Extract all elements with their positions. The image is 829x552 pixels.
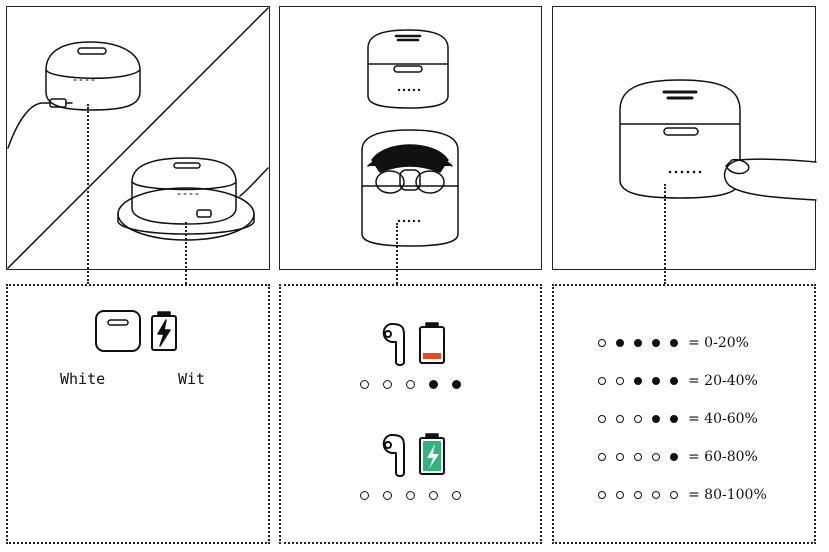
legend-dots — [598, 491, 678, 499]
indicator-dot-off — [652, 491, 660, 499]
indicator-dot-off — [616, 415, 624, 423]
case-with-cable-illustration — [7, 41, 141, 149]
diagonal-divider — [7, 7, 269, 269]
indicator-dot-off — [616, 453, 624, 461]
legend-range-label: = 60-80% — [688, 449, 758, 465]
case-on-wireless-pad-illustration — [117, 157, 269, 241]
battery-label: Wit — [178, 370, 206, 388]
legend-dots — [598, 453, 678, 461]
legend-row: = 60-80% — [598, 449, 758, 465]
indicator-dot-on — [652, 377, 660, 385]
closed-case-illustration — [367, 29, 449, 109]
earbud-icon-full — [382, 434, 405, 477]
connector-line — [185, 222, 187, 284]
connector-line — [87, 104, 89, 284]
indicator-dot-off — [598, 491, 606, 499]
case-with-finger-illustration — [619, 79, 817, 201]
legend-range-label: = 20-40% — [688, 373, 758, 389]
indicator-dot-off — [406, 380, 415, 389]
legend-range-label: = 0-20% — [688, 335, 749, 351]
indicator-dot-on — [429, 380, 438, 389]
legend-range-label: = 80-100% — [688, 487, 767, 503]
indicator-dot-off — [616, 491, 624, 499]
indicator-dots-full — [360, 491, 461, 500]
earbud-icon-low — [382, 323, 405, 366]
indicator-dot-off — [652, 453, 660, 461]
indicator-dot-on — [670, 415, 678, 423]
box-case-status — [6, 284, 270, 544]
battery-charging-icon — [151, 311, 177, 351]
indicator-dot-on — [634, 339, 642, 347]
indicator-dots-low — [360, 380, 461, 389]
box-earbud-status — [279, 284, 542, 544]
legend-row: = 20-40% — [598, 373, 758, 389]
legend-dots — [598, 377, 678, 385]
legend-range-label: = 40-60% — [688, 411, 758, 427]
legend-row: = 40-60% — [598, 411, 758, 427]
indicator-dot-off — [634, 415, 642, 423]
indicator-dot-off — [360, 491, 369, 500]
indicator-dot-on — [670, 339, 678, 347]
battery-full-icon — [419, 433, 445, 475]
case-icon — [95, 310, 141, 352]
indicator-dot-off — [634, 453, 642, 461]
case-label: White — [60, 370, 106, 388]
connector-line — [396, 223, 398, 284]
box-battery-legend — [552, 284, 816, 544]
indicator-dot-off — [598, 415, 606, 423]
indicator-dot-off — [360, 380, 369, 389]
panel-earbuds-in-case — [279, 6, 542, 270]
panel-press-button — [552, 6, 816, 270]
indicator-dot-on — [670, 377, 678, 385]
legend-row: = 0-20% — [598, 335, 749, 351]
battery-low-fill — [423, 353, 441, 359]
indicator-dot-off — [598, 339, 606, 347]
battery-low-icon — [419, 322, 445, 364]
legend-dots — [598, 415, 678, 423]
indicator-dot-on — [652, 415, 660, 423]
open-case-illustration — [361, 129, 459, 247]
indicator-dot-off — [452, 491, 461, 500]
indicator-dot-off — [634, 491, 642, 499]
indicator-dot-off — [383, 491, 392, 500]
indicator-dot-off — [598, 377, 606, 385]
indicator-dot-on — [616, 339, 624, 347]
legend-dots — [598, 339, 678, 347]
indicator-dot-off — [616, 377, 624, 385]
indicator-dot-off — [670, 491, 678, 499]
indicator-dot-on — [634, 377, 642, 385]
indicator-dot-off — [383, 380, 392, 389]
connector-line — [664, 184, 666, 284]
indicator-dot-off — [429, 491, 438, 500]
legend-row: = 80-100% — [598, 487, 767, 503]
indicator-dot-on — [652, 339, 660, 347]
indicator-dot-on — [670, 453, 678, 461]
indicator-dot-on — [452, 380, 461, 389]
indicator-dot-off — [598, 453, 606, 461]
indicator-dot-off — [406, 491, 415, 500]
